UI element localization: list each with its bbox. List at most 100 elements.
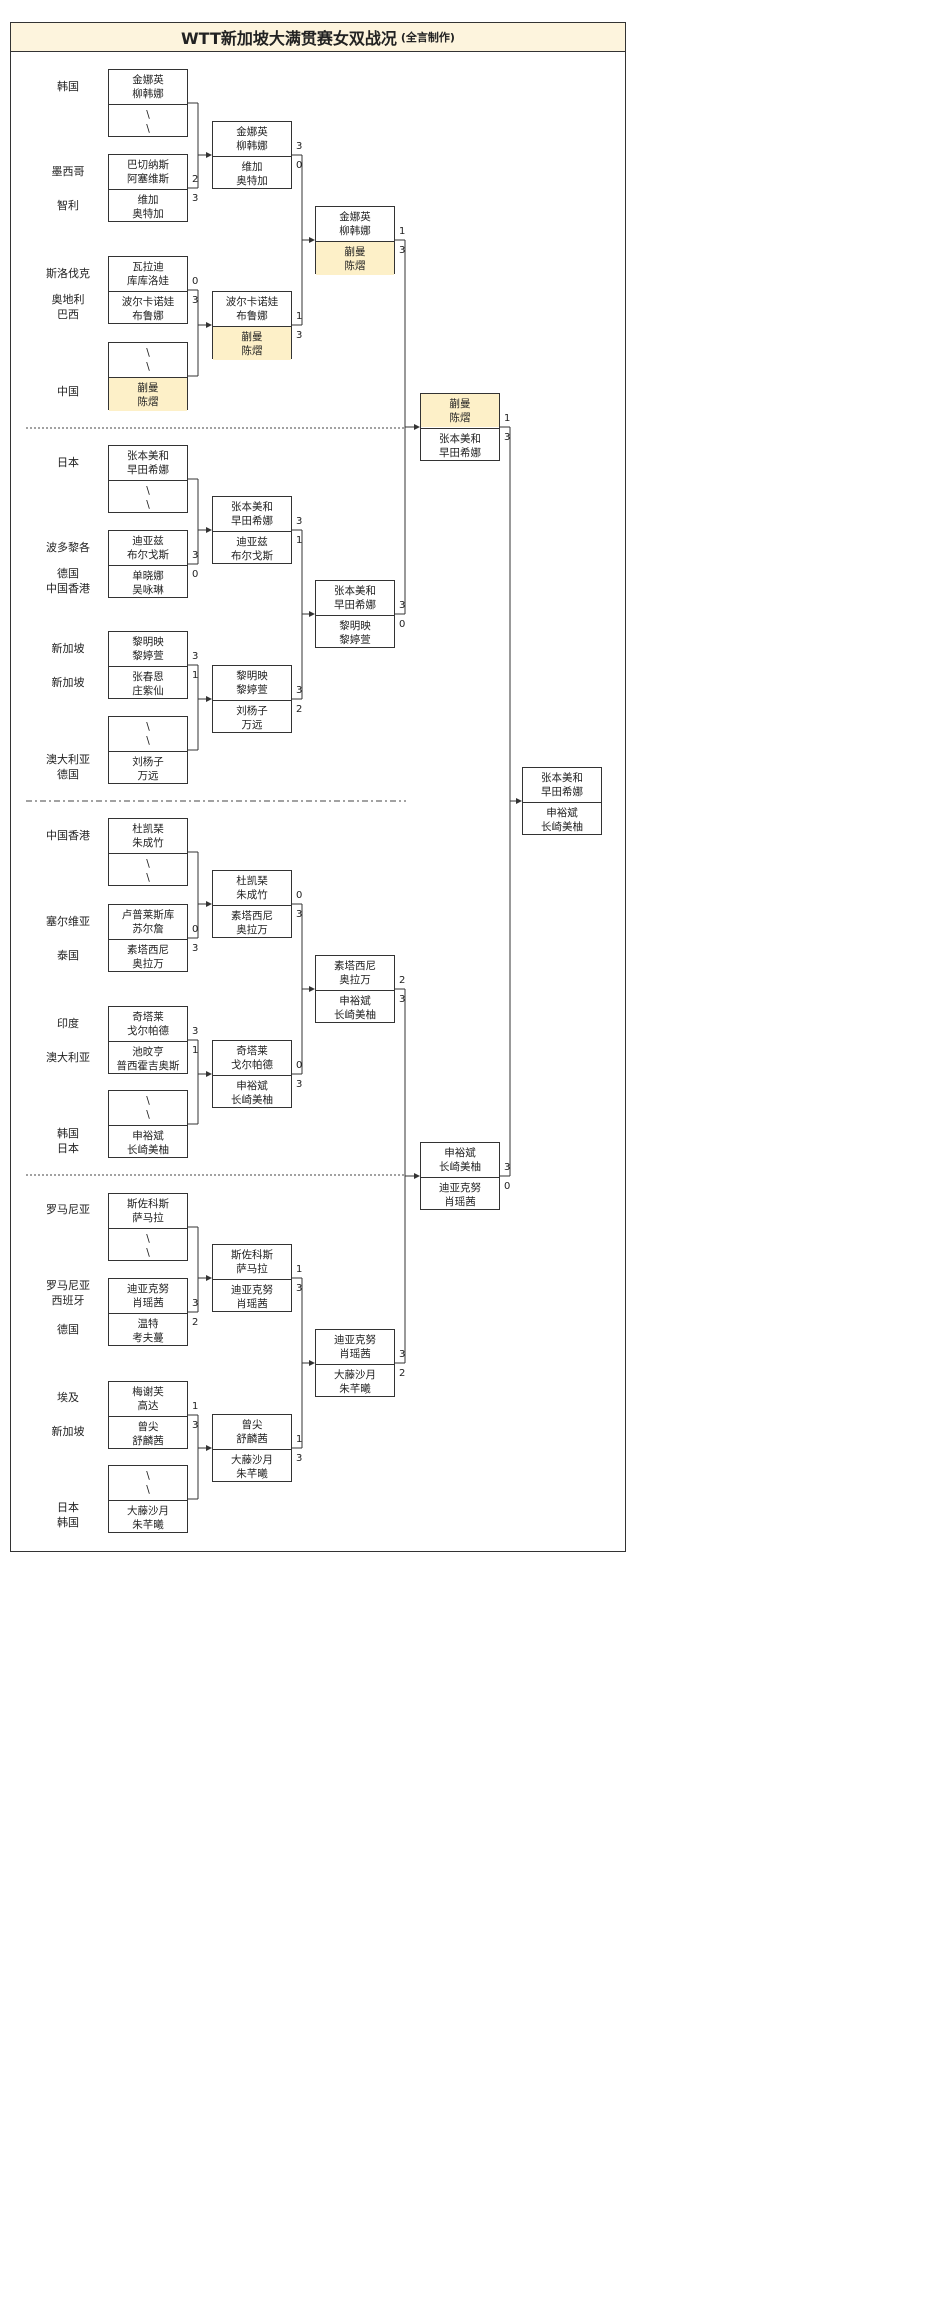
score-bottom: 3 <box>504 432 511 443</box>
match-slot-bottom: 温特考夫蔓 <box>109 1313 187 1347</box>
match-slot-top: 卢普莱斯库苏尔詹 <box>109 905 187 938</box>
match-slot-top: 杜凯琹朱成竹 <box>213 871 291 904</box>
player-name: 长崎美柚 <box>127 1143 169 1156</box>
score-top: 1 <box>192 1401 199 1412</box>
score-bottom: 3 <box>192 943 199 954</box>
score-bottom: 3 <box>296 909 303 920</box>
country-label: 塞尔维亚 <box>23 914 113 929</box>
score-bottom: 2 <box>192 1317 199 1328</box>
player-name: 瓦拉迪 <box>132 260 164 273</box>
match-slot-bottom: \\ <box>109 1228 187 1262</box>
player-name: 曾尖 <box>241 1418 263 1431</box>
score-top: 1 <box>504 413 511 424</box>
player-name: 奥特加 <box>236 174 268 187</box>
match-slot-top: 梅谢芙高达 <box>109 1382 187 1415</box>
score-top: 1 <box>296 1434 303 1445</box>
player-name: 柳韩娜 <box>236 139 268 152</box>
country-label: 韩国日本 <box>23 1126 113 1156</box>
score-top: 3 <box>296 141 303 152</box>
country-label: 印度 <box>23 1016 113 1031</box>
country-label: 新加坡 <box>23 675 113 690</box>
player-name: 申裕斌 <box>339 994 371 1007</box>
country-name: 斯洛伐克 <box>46 267 90 280</box>
arrow-icon <box>309 611 315 617</box>
country-name: 埃及 <box>57 1391 79 1404</box>
match-box: \\刘杨子万远 <box>108 716 188 784</box>
player-name: 萨马拉 <box>132 1211 164 1224</box>
player-name: 黎明映 <box>132 635 164 648</box>
player-name: 梅谢芙 <box>132 1385 164 1398</box>
country-name: 日本 <box>57 1142 79 1155</box>
country-label: 埃及 <box>23 1390 113 1405</box>
arrow-icon <box>206 152 212 158</box>
match-slot-bottom: 申裕斌长崎美柚 <box>213 1075 291 1109</box>
country-name: 中国 <box>57 385 79 398</box>
match-slot-bottom: 申裕斌长崎美柚 <box>523 802 601 836</box>
country-name: 泰国 <box>57 949 79 962</box>
match-box: \\申裕斌长崎美柚 <box>108 1090 188 1158</box>
player-name: 素塔西尼 <box>334 959 376 972</box>
match-box: 素塔西尼奥拉万申裕斌长崎美柚 <box>315 955 395 1023</box>
player-name: 考夫蔓 <box>132 1331 164 1344</box>
arrow-icon <box>206 527 212 533</box>
country-name: 印度 <box>57 1017 79 1030</box>
match-slot-top: 波尔卡诺娃布鲁娜 <box>213 292 291 325</box>
match-slot-top: 蒯曼陈熠 <box>421 394 499 427</box>
player-name: 早田希娜 <box>541 785 583 798</box>
match-slot-top: 迪亚兹布尔戈斯 <box>109 531 187 564</box>
match-box: 张本美和早田希娜迪亚兹布尔戈斯 <box>212 496 292 564</box>
score-top: 1 <box>296 311 303 322</box>
player-name: 早田希娜 <box>231 514 273 527</box>
player-name: 奥拉万 <box>236 923 268 936</box>
player-name: 奥拉万 <box>132 957 164 970</box>
player-name: 素塔西尼 <box>231 909 273 922</box>
player-name: 波尔卡诺娃 <box>121 295 175 308</box>
score-top: 1 <box>399 226 406 237</box>
arrow-icon <box>516 798 522 804</box>
score-bottom: 3 <box>296 1079 303 1090</box>
player-name: 黎明映 <box>339 619 371 632</box>
country-name: 罗马尼亚 <box>46 1203 90 1216</box>
player-name: 蒯曼 <box>344 245 366 258</box>
match-slot-top: 奇塔莱戈尔帕德 <box>213 1041 291 1074</box>
player-name: 肖瑶茜 <box>236 1297 268 1310</box>
country-label: 日本 <box>23 455 113 470</box>
title-bar: WTT新加坡大满贯赛女双战况 (全言制作) <box>10 22 626 52</box>
match-box: 波尔卡诺娃布鲁娜蒯曼陈熠 <box>212 291 292 360</box>
score-top: 2 <box>192 174 199 185</box>
player-name: 张本美和 <box>439 432 481 445</box>
player-name: 朱芊曦 <box>339 1382 371 1395</box>
match-box: 金娜英柳韩娜维加奥特加 <box>212 121 292 189</box>
match-slot-bottom: 单晓娜吴咏琳 <box>109 565 187 599</box>
match-slot-bottom: 维加奥特加 <box>213 156 291 190</box>
arrow-icon <box>414 1173 420 1179</box>
player-name: 杜凯琹 <box>132 822 164 835</box>
country-label: 斯洛伐克 <box>23 266 113 281</box>
player-name: \ <box>146 734 150 747</box>
country-name: 德国 <box>57 768 79 781</box>
score-top: 3 <box>192 1298 199 1309</box>
score-top: 0 <box>192 924 199 935</box>
player-name: 陈熠 <box>241 344 263 357</box>
score-bottom: 0 <box>296 160 303 171</box>
match-box: 申裕斌长崎美柚迪亚克努肖瑶茜 <box>420 1142 500 1210</box>
player-name: 斯佐科斯 <box>231 1248 273 1261</box>
country-name: 墨西哥 <box>51 165 85 178</box>
match-box: \\大藤沙月朱芊曦 <box>108 1465 188 1533</box>
player-name: 朱成竹 <box>236 888 268 901</box>
arrow-icon <box>309 986 315 992</box>
match-box: 巴切纳斯阿塞维斯维加奥特加 <box>108 154 188 222</box>
match-box: 迪亚兹布尔戈斯单晓娜吴咏琳 <box>108 530 188 598</box>
match-box: 金娜英柳韩娜\\ <box>108 69 188 137</box>
country-label: 罗马尼亚西班牙 <box>23 1278 113 1308</box>
player-name: \ <box>146 871 150 884</box>
match-slot-top: 张本美和早田希娜 <box>316 581 394 614</box>
player-name: 肖瑶茜 <box>132 1296 164 1309</box>
player-name: 陈熠 <box>344 259 366 272</box>
player-name: \ <box>146 1232 150 1245</box>
country-name: 罗马尼亚 <box>46 1279 90 1292</box>
country-name: 塞尔维亚 <box>46 915 90 928</box>
score-bottom: 1 <box>296 535 303 546</box>
score-bottom: 1 <box>192 670 199 681</box>
match-slot-top: 曾尖舒麟茜 <box>213 1415 291 1448</box>
